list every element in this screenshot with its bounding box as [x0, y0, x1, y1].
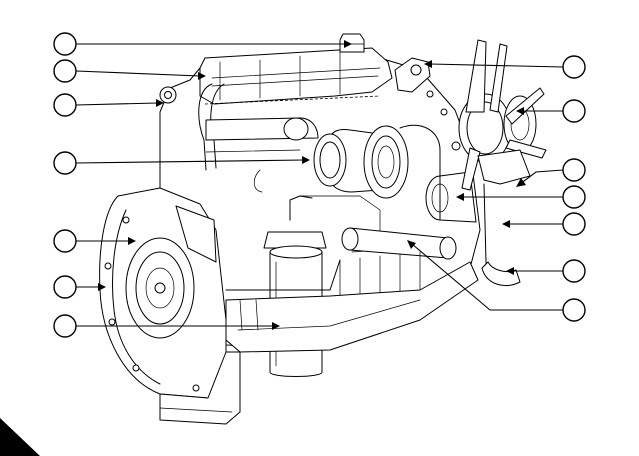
- callout-circle: [53, 32, 77, 56]
- callout-circle: [53, 229, 77, 253]
- turbocharger: [313, 124, 441, 199]
- valve-cover: [199, 47, 393, 105]
- callout-circle: [562, 259, 586, 283]
- fan-assembly: [458, 39, 547, 191]
- flywheel-housing: [99, 187, 227, 399]
- leader-4: [75, 159, 305, 164]
- callout-circle: [53, 275, 77, 299]
- page-corner-tab: [0, 418, 40, 456]
- oil-cooler: [341, 227, 457, 260]
- leader-8: [429, 63, 564, 68]
- starter-motor: [159, 351, 241, 425]
- oil-filler-cap: [339, 33, 365, 53]
- callout-leaders: [75, 40, 564, 330]
- oil-pan: [225, 261, 479, 353]
- callout-circle: [53, 151, 77, 175]
- front-lifting-bracket: [394, 57, 431, 93]
- alternator-bracket: [477, 149, 531, 185]
- callout-circles: [53, 32, 586, 338]
- leader-2: [75, 70, 201, 77]
- callout-circle: [53, 314, 77, 338]
- leader-14: [411, 243, 563, 311]
- callout-circle: [562, 298, 586, 322]
- leader-10: [519, 169, 564, 185]
- leader-3: [75, 102, 159, 106]
- callout-circle: [562, 185, 586, 209]
- callout-circle: [562, 158, 586, 182]
- callout-circle: [53, 93, 77, 117]
- engine-drawing: [99, 33, 547, 425]
- callout-circle: [53, 59, 77, 83]
- callout-circle: [562, 99, 586, 123]
- callout-circle: [562, 212, 586, 236]
- callout-circle: [562, 55, 586, 79]
